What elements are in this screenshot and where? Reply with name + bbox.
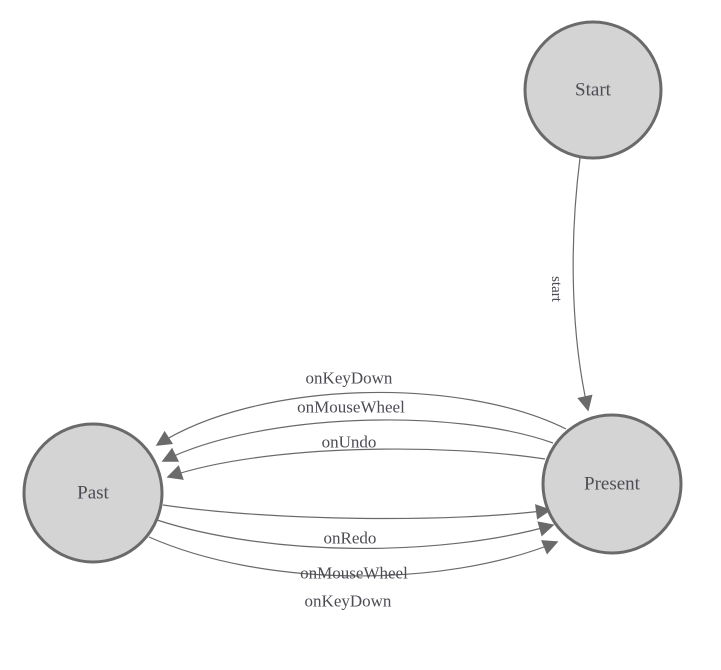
edge-label-onMouseWheel: onMouseWheel [300, 564, 408, 583]
edge-past-to-present-onKeyDown [148, 536, 559, 577]
node-past [22, 422, 164, 564]
edge-label-onRedo: onRedo [324, 529, 377, 548]
edge-label-onKeyDown: onKeyDown [305, 592, 392, 611]
edge-past-to-present-onMouseWheel [156, 519, 555, 550]
edges-layer [148, 157, 593, 577]
edge-present-to-past-onKeyDown [155, 391, 567, 446]
node-label-present: Present [584, 474, 641, 495]
edge-labels-layer: start onKeyDown onMouseWheel onUndo onRedo on… [297, 276, 564, 610]
edge-present-to-past-onUndo [166, 448, 546, 480]
node-label-start: Start [575, 80, 612, 101]
edge-past-to-present-onRedo [162, 504, 552, 520]
node-start [523, 20, 663, 160]
edge-label-onMouseWheel: onMouseWheel [297, 398, 405, 417]
edge-label-onKeyDown: onKeyDown [306, 369, 393, 388]
edge-start-to-present-start [572, 157, 593, 412]
edge-label-start: start [548, 276, 564, 303]
node-label-past: Past [77, 483, 109, 504]
edge-label-onUndo: onUndo [322, 433, 377, 452]
edge-present-to-past-onMouseWheel [161, 419, 554, 462]
node-present [541, 413, 683, 555]
